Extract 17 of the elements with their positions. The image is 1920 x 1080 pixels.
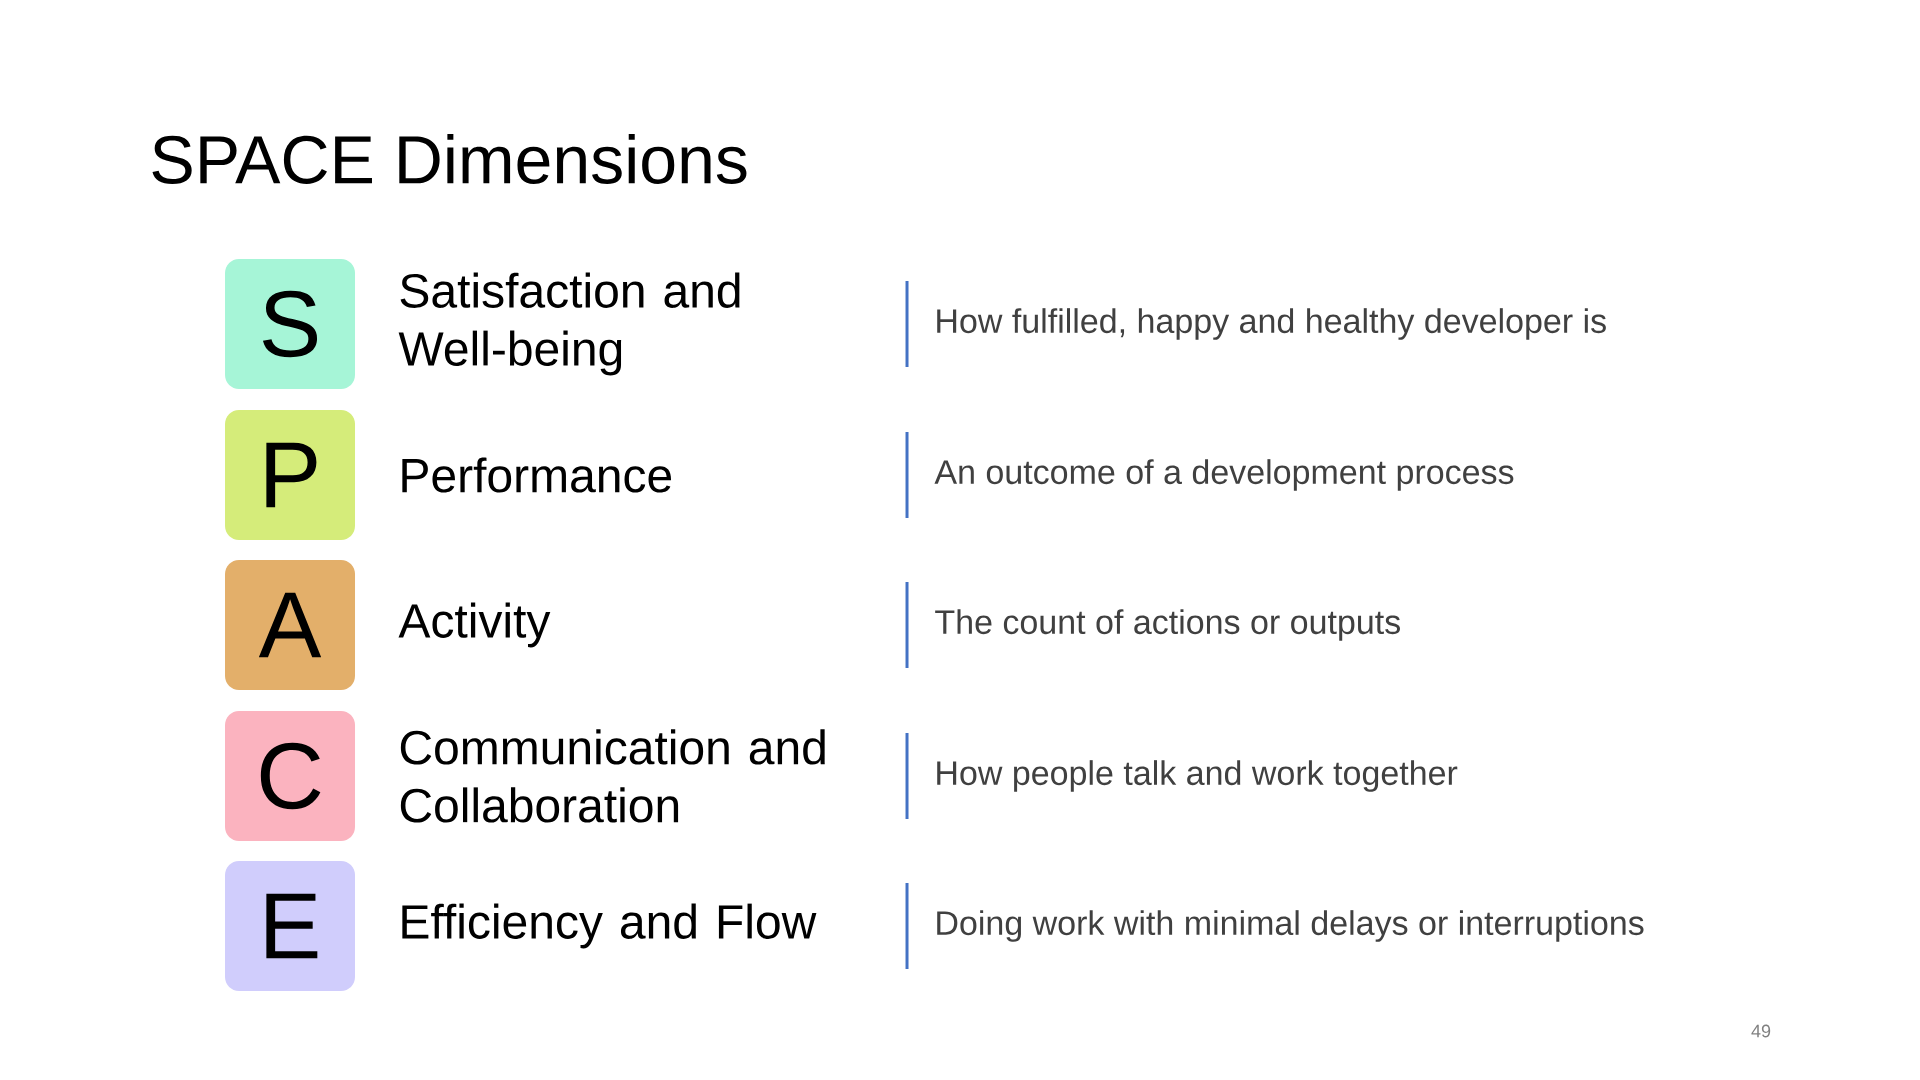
description: An outcome of a development process — [934, 459, 1514, 491]
dimension-name: Activity — [398, 602, 551, 648]
description: How people talk and work together — [937, 760, 1458, 792]
letter-box: P — [225, 410, 355, 540]
page-number: 49 — [1751, 1024, 1771, 1038]
letter-box: C — [225, 711, 355, 841]
title: SPACE Dimensions — [152, 134, 747, 184]
dimension-name: Efficiency and Flow — [402, 903, 817, 949]
dimension-name: Communication and Collaboration — [400, 729, 825, 823]
description: How fulfilled, happy and healthy developer is — [937, 308, 1606, 340]
dimension-name: Satisfaction and Well-being — [398, 272, 740, 376]
dimension-name: Performance — [402, 457, 672, 493]
letter-box: A — [225, 560, 355, 690]
description: The count of actions or outputs — [935, 609, 1400, 641]
letter-box: E — [225, 861, 355, 991]
description: Doing work with minimal delays or interruptions — [937, 910, 1644, 942]
letter-box: S — [225, 259, 355, 389]
